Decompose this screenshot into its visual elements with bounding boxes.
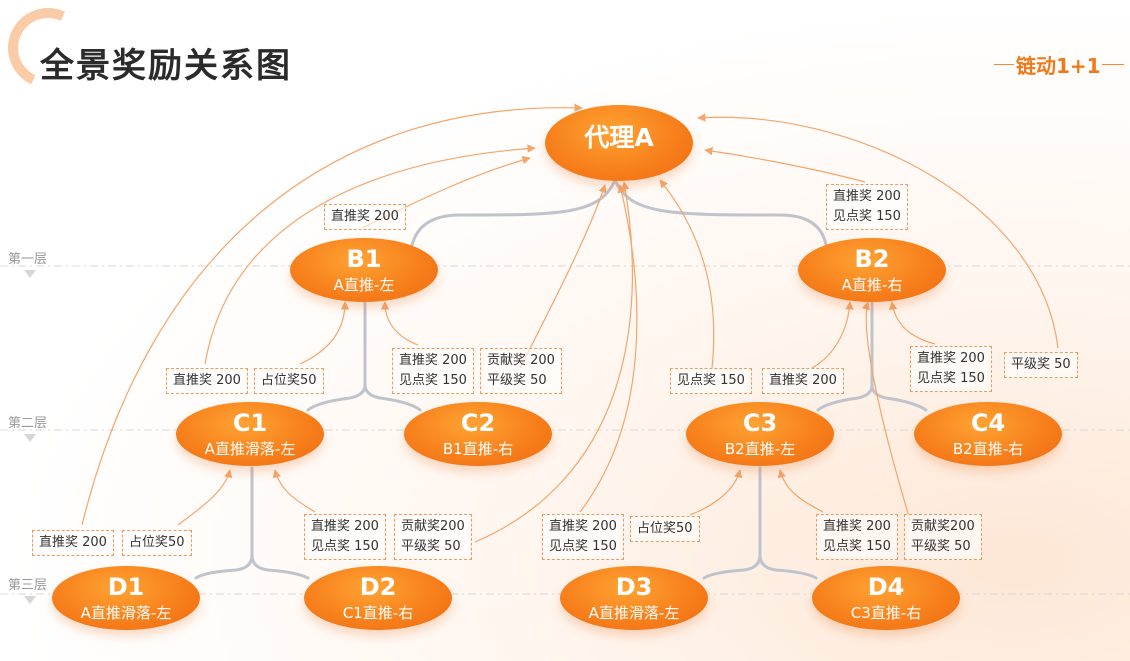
node-name: B1 [346,245,382,273]
node-sub: B2直推-左 [724,440,796,458]
node-d1[interactable]: D1 A直推滑落-左 [52,566,200,630]
reward-line: 直推奖 200 [331,209,399,224]
node-name: D4 [867,573,905,601]
layer-label-3: 第三层 [8,578,48,593]
reward-box-d3-place: 占位奖50 [630,516,700,542]
reward-line: 直推奖 200 [833,189,901,204]
reward-line: 平级奖 50 [911,539,971,554]
reward-line: 直推奖 200 [549,519,617,534]
node-c4[interactable]: C4 B2直推-右 [914,402,1062,466]
node-name: D1 [107,573,145,601]
layer-label-2: 第二层 [8,416,48,431]
brand-line-right [1102,64,1124,65]
reward-box-c3-see: 见点奖 150 [670,368,752,394]
reward-line: 贡献奖200 [401,519,465,534]
node-name: C2 [460,409,496,437]
reward-line: 贡献奖200 [911,519,975,534]
reward-box-c2-direct: 直推奖 200 见点奖 150 [392,348,474,394]
layer-marker-2 [24,434,36,442]
reward-line: 贡献奖 200 [487,353,555,368]
node-sub: A直推滑落-左 [588,604,680,622]
reward-line: 直推奖 200 [769,373,837,388]
reward-box-d4-direct: 直推奖 200 见点奖 150 [816,514,898,560]
node-sub: B1直推-右 [442,440,514,458]
node-c3[interactable]: C3 B2直推-左 [686,402,834,466]
reward-box-c4-level: 平级奖 50 [1004,352,1078,378]
reward-line: 平级奖 50 [401,539,461,554]
node-sub: B2直推-右 [952,440,1024,458]
reward-box-c1-direct: 直推奖 200 [166,368,248,394]
reward-line: 直推奖 200 [39,535,107,550]
node-sub: A直推-左 [333,276,395,294]
reward-box-c1-place: 占位奖50 [254,368,324,394]
node-name: D2 [359,573,397,601]
reward-line: 直推奖 200 [173,373,241,388]
reward-box-c3-direct: 直推奖 200 [762,368,844,394]
reward-line: 直推奖 200 [399,353,467,368]
reward-line: 直推奖 200 [311,519,379,534]
layer-marker-3 [24,596,36,604]
node-name: C1 [232,409,268,437]
node-b2[interactable]: B2 A直推-右 [798,238,946,302]
reward-line: 直推奖 200 [823,519,891,534]
reward-box-d2-direct: 直推奖 200 见点奖 150 [304,514,386,560]
reward-box-d1-direct: 直推奖 200 [32,530,114,556]
reward-line: 见点奖 150 [677,373,745,388]
tree-connectors [194,178,928,580]
node-c2[interactable]: C2 B1直推-右 [404,402,552,466]
reward-line: 见点奖 150 [399,373,467,388]
brand-logo: 链动1+1 [1016,54,1101,78]
reward-line: 见点奖 150 [311,539,379,554]
node-name: C3 [742,409,778,437]
node-name: D3 [615,573,653,601]
reward-line: 占位奖50 [129,535,185,550]
node-name: 代理A [584,123,654,152]
reward-box-d4-contrib: 贡献奖200 平级奖 50 [904,514,982,560]
layer-label-1: 第一层 [8,252,48,267]
reward-line: 见点奖 150 [833,209,901,224]
reward-line: 见点奖 150 [823,539,891,554]
reward-line: 见点奖 150 [917,371,985,386]
reward-line: 占位奖50 [637,521,693,536]
page-title: 全景奖励关系图 [40,46,292,86]
layer-marker-1 [24,270,36,278]
reward-line: 平级奖 50 [487,373,547,388]
reward-box-b1-direct: 直推奖 200 [324,204,406,230]
reward-box-d3-direct: 直推奖 200 见点奖 150 [542,514,624,560]
node-agent-a[interactable]: 代理A [545,105,693,181]
reward-line: 平级奖 50 [1011,357,1071,372]
node-d4[interactable]: D4 C3直推-右 [812,566,960,630]
reward-box-c4-direct: 直推奖 200 见点奖 150 [910,346,992,392]
reward-box-c2-contrib: 贡献奖 200 平级奖 50 [480,348,562,394]
reward-line: 直推奖 200 [917,351,985,366]
reward-box-b2-direct: 直推奖 200 见点奖 150 [826,184,908,230]
node-b1[interactable]: B1 A直推-左 [290,238,438,302]
brand-line-left [994,64,1014,65]
node-sub: A直推-右 [841,276,903,294]
reward-box-d2-contrib: 贡献奖200 平级奖 50 [394,514,472,560]
node-name: C4 [970,409,1006,437]
node-name: B2 [854,245,890,273]
node-sub: A直推滑落-左 [80,604,172,622]
node-sub: C3直推-右 [850,604,922,622]
reward-line: 见点奖 150 [549,539,617,554]
node-d3[interactable]: D3 A直推滑落-左 [560,566,708,630]
node-sub: C1直推-右 [342,604,414,622]
node-d2[interactable]: D2 C1直推-右 [304,566,452,630]
node-sub: A直推滑落-左 [204,440,296,458]
node-c1[interactable]: C1 A直推滑落-左 [176,402,324,466]
reward-line: 占位奖50 [261,373,317,388]
reward-arrows [81,103,1059,543]
reward-box-d1-place: 占位奖50 [122,530,192,556]
